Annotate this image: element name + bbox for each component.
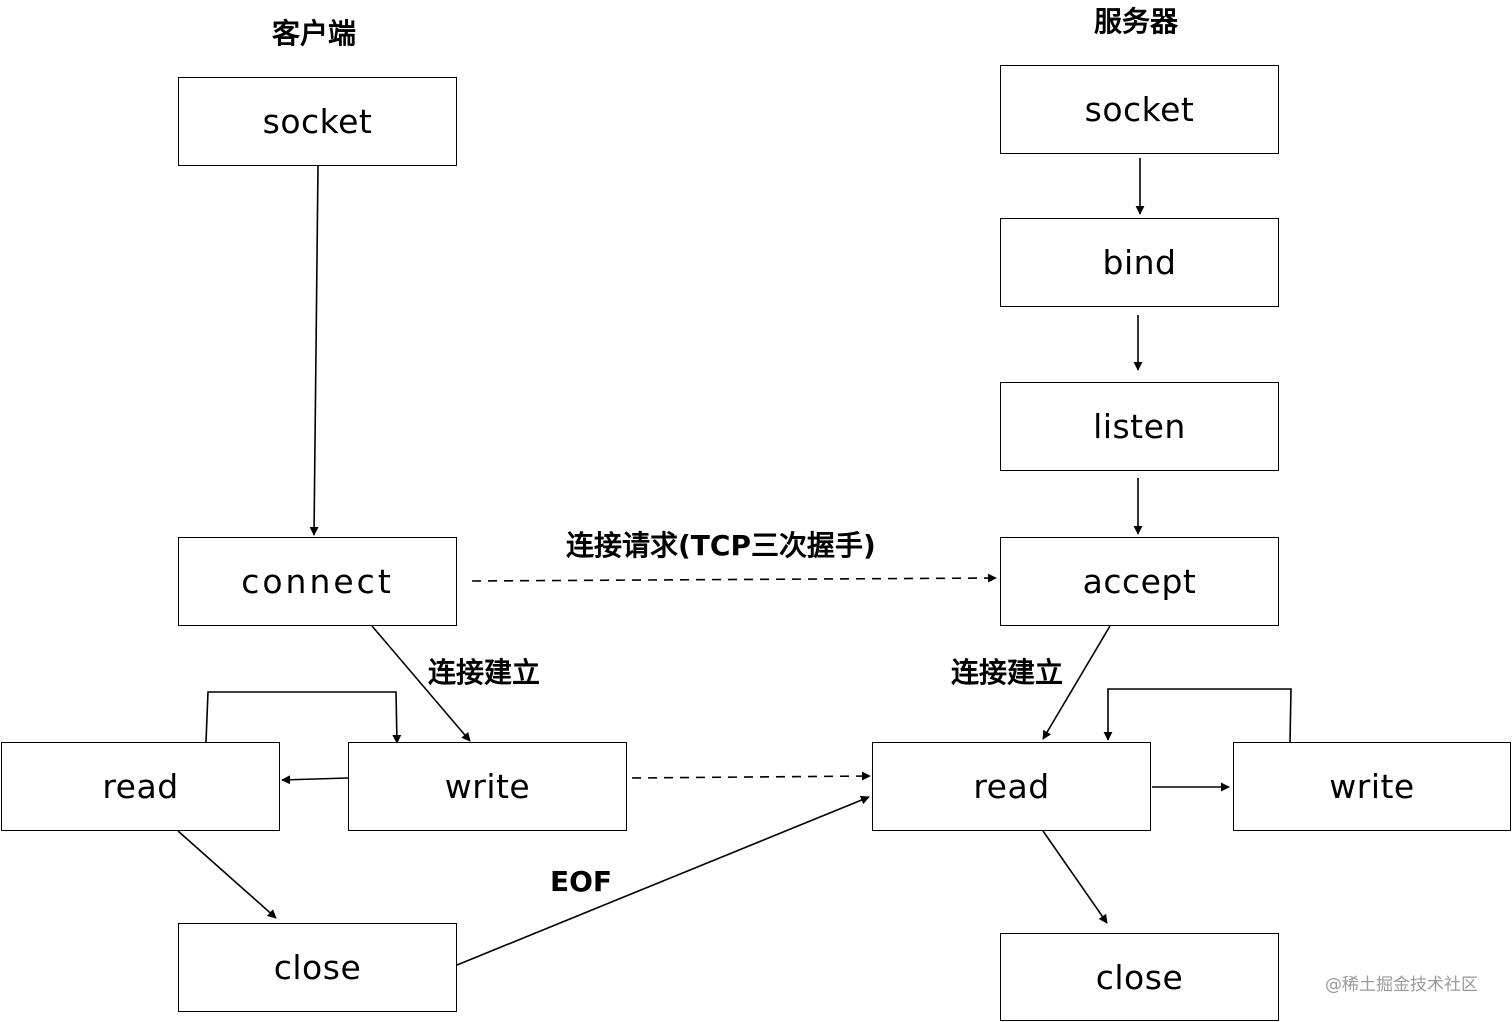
server-write-box: write: [1233, 742, 1511, 831]
client-write-box: write: [348, 742, 627, 831]
edge-client-socket-to-connect: [309, 165, 319, 536]
client-socket-box: socket: [178, 77, 457, 166]
eof-label: EOF: [550, 865, 613, 898]
edge-server-accept-to-read: [1042, 625, 1111, 740]
edge-client-write-to-server-read: [631, 771, 871, 781]
server-listen-box: listen: [1000, 382, 1279, 471]
watermark-text: @稀土掘金技术社区: [1325, 975, 1478, 995]
edge-server-read-to-close: [1042, 830, 1108, 924]
edge-client-read-to-close: [177, 830, 277, 919]
edge-client-connect-to-write: [371, 625, 471, 742]
client-header: 客户端: [272, 17, 357, 50]
edge-client-write-to-read: [281, 775, 349, 785]
server-close-box: close: [1000, 933, 1279, 1021]
server-bind-box: bind: [1000, 218, 1279, 307]
edge-client-close-to-server-read: [456, 795, 870, 966]
server-socket-box: socket: [1000, 65, 1279, 154]
client-close-box: close: [178, 923, 457, 1012]
server-header: 服务器: [1094, 5, 1179, 38]
connect-request-label: 连接请求(TCP三次握手): [566, 529, 876, 562]
edge-connect-to-accept: [471, 573, 997, 583]
edge-server-write-loop-to-read: [1103, 688, 1292, 743]
server-established-label: 连接建立: [951, 656, 1064, 689]
client-connect-box: connect: [178, 537, 457, 626]
server-accept-box: accept: [1000, 537, 1279, 626]
server-read-box: read: [872, 742, 1151, 831]
edge-client-read-loop-to-write: [205, 691, 402, 744]
client-read-box: read: [1, 742, 280, 831]
client-established-label: 连接建立: [428, 656, 541, 689]
